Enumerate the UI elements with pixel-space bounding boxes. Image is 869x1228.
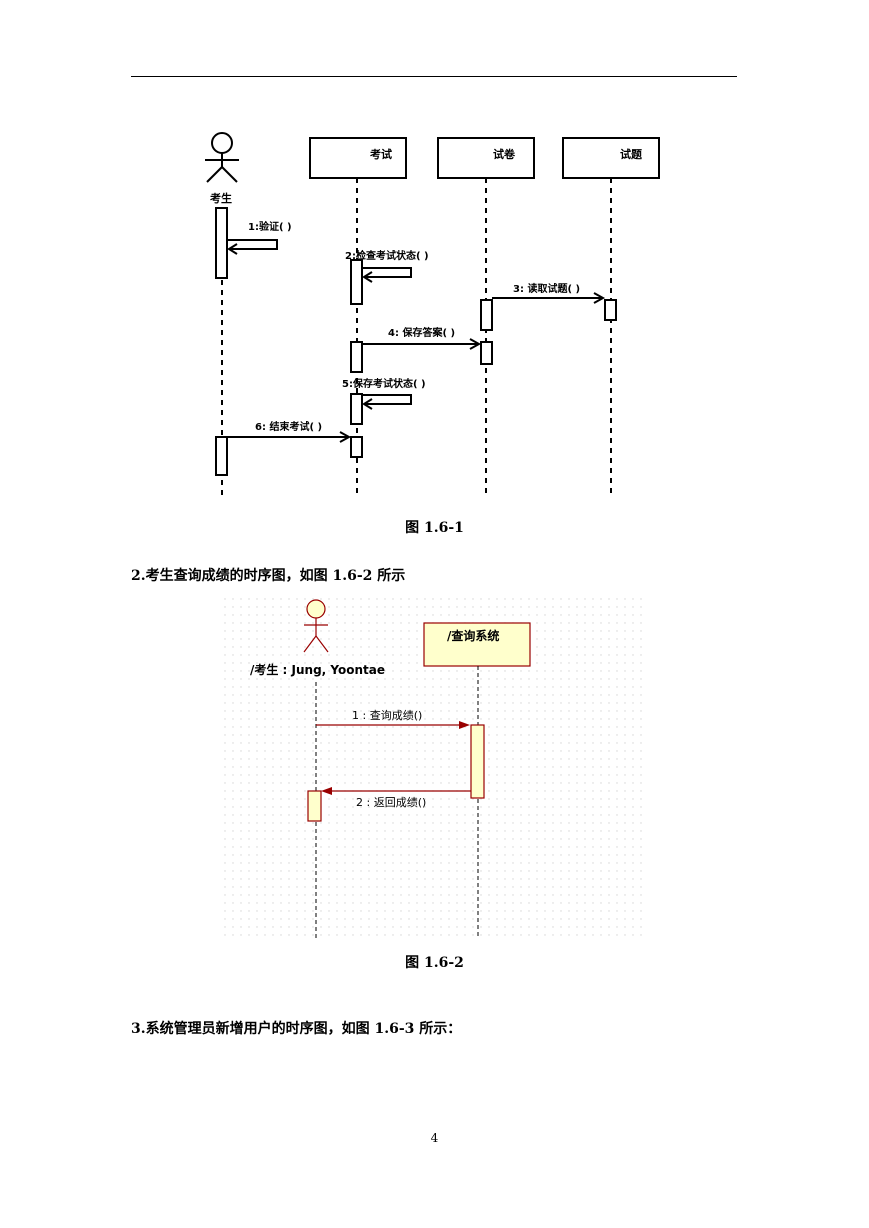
activation-bar bbox=[215, 207, 228, 279]
message-label: 5:保存考试状态( ) bbox=[342, 377, 426, 390]
arrow-head bbox=[459, 721, 470, 729]
activation-bar bbox=[480, 341, 493, 365]
page-number: 4 bbox=[430, 1131, 439, 1145]
object-label-question: 试题 bbox=[620, 147, 643, 161]
activation-bar bbox=[350, 341, 363, 373]
header-rule bbox=[131, 76, 737, 77]
arrow-head bbox=[362, 398, 373, 410]
actor-icon bbox=[205, 132, 239, 183]
arrow-head bbox=[339, 431, 352, 443]
object-box-exam bbox=[309, 137, 407, 179]
message-arrow bbox=[362, 267, 412, 278]
message-label: 4: 保存答案( ) bbox=[388, 326, 455, 339]
activation-bar bbox=[604, 299, 617, 321]
activation-bar bbox=[350, 259, 363, 305]
section-heading: 2.考生查询成绩的时序图，如图 1.6-2 所示 bbox=[131, 568, 406, 584]
activation-bar bbox=[480, 299, 493, 331]
object-label-paper: 试卷 bbox=[493, 147, 516, 161]
message-label: 6: 结束考试( ) bbox=[255, 420, 322, 433]
object-box-question bbox=[562, 137, 660, 179]
object-label-exam: 考试 bbox=[370, 147, 392, 161]
sequence-diagram-exam: 考生 考试 试卷 试题 bbox=[205, 132, 660, 497]
activation-bar bbox=[350, 436, 363, 458]
actor-label: /考生 : Jung, Yoontae bbox=[250, 662, 385, 677]
message-label: 2:检查考试状态( ) bbox=[345, 249, 429, 262]
object-box-paper bbox=[437, 137, 535, 179]
activation-bar bbox=[215, 436, 228, 476]
activation-bar bbox=[307, 790, 322, 822]
object-label: /查询系统 bbox=[447, 628, 499, 643]
message-label: 1 : 查询成绩() bbox=[352, 708, 422, 722]
activation-bar bbox=[470, 724, 485, 799]
activation-bar bbox=[350, 393, 363, 425]
message-arrow bbox=[362, 394, 412, 405]
arrow-head bbox=[362, 271, 373, 283]
arrow-head bbox=[469, 338, 482, 350]
message-arrow bbox=[227, 239, 278, 250]
figure-caption: 图 1.6-1 bbox=[405, 520, 464, 536]
message-label: 2 : 返回成绩() bbox=[356, 796, 426, 809]
figure-caption: 图 1.6-2 bbox=[405, 955, 464, 971]
message-label: 1:验证( ) bbox=[248, 220, 292, 233]
arrow-head bbox=[593, 292, 606, 304]
actor-label: 考生 bbox=[210, 191, 232, 205]
section-heading: 3.系统管理员新增用户的时序图，如图 1.6-3 所示： bbox=[131, 1021, 462, 1037]
arrow-head bbox=[227, 243, 238, 255]
object-box-query-system bbox=[423, 622, 531, 667]
arrow-head bbox=[321, 787, 332, 795]
actor-icon bbox=[303, 599, 329, 653]
message-label: 3: 读取试题( ) bbox=[513, 282, 580, 295]
sequence-diagram-query: /考生 : Jung, Yoontae /查询系统 1 : 查询成绩() 2 :… bbox=[222, 592, 646, 938]
